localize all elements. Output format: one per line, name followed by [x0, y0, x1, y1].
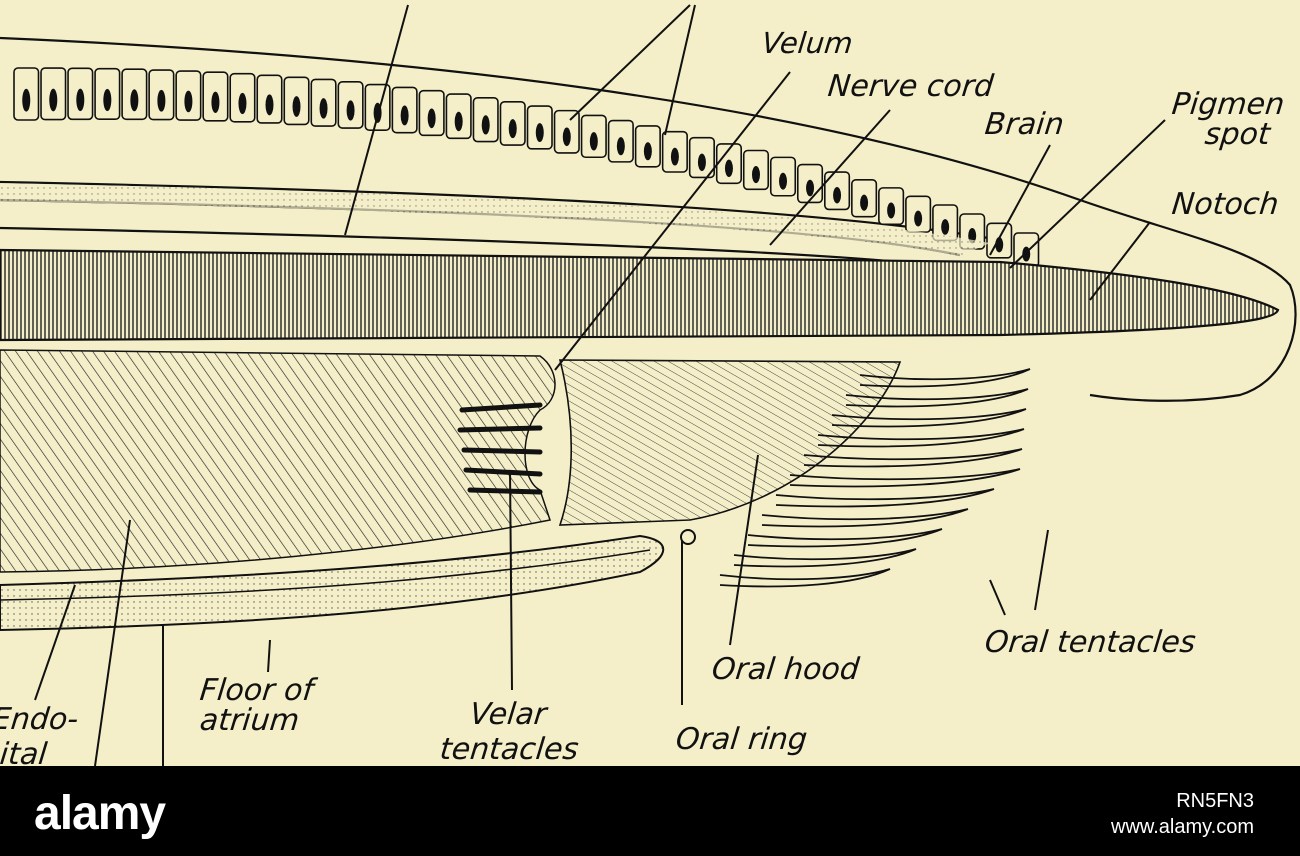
- watermark-footer: alamy RN5FN3 www.alamy.com: [0, 766, 1300, 856]
- image-id: RN5FN3: [1176, 790, 1254, 812]
- label-pigment-spot-line1: Pigmen: [1170, 87, 1287, 122]
- leader-lines: [34, 4, 1166, 766]
- label-endo-line1: Endo-: [0, 702, 81, 737]
- label-nerve-cord: Nerve cord: [826, 69, 996, 104]
- pharynx-shape: [0, 349, 556, 573]
- label-notochord: Notoch: [1170, 187, 1281, 222]
- oral-tentacles-shape: [719, 368, 1031, 588]
- notochord-shape: [0, 248, 1280, 342]
- label-oral-ring: Oral ring: [674, 722, 809, 757]
- amphioxus-anterior-drawing: [0, 4, 1297, 766]
- label-endo-line2: ital: [0, 737, 49, 766]
- oral-ring-shape: [680, 529, 696, 545]
- label-velar-tentacles-line2: tentacles: [438, 732, 581, 766]
- label-oral-hood: Oral hood: [710, 652, 861, 687]
- velar-tentacles-shape: [457, 402, 543, 495]
- alamy-logo: alamy: [34, 787, 166, 840]
- label-floor-of-atrium-line2: atrium: [198, 703, 301, 738]
- label-velar-tentacles-line1: Velar: [468, 697, 549, 732]
- endostyle-line: [0, 549, 651, 601]
- atrium-floor-shape: [0, 534, 665, 632]
- label-brain: Brain: [983, 107, 1066, 142]
- anatomy-plate: Velum Nerve cord Brain Pigmen spot Notoc…: [0, 0, 1300, 766]
- label-pigment-spot-line2: spot: [1203, 117, 1272, 152]
- label-oral-tentacles: Oral tentacles: [983, 625, 1198, 660]
- label-velum: Velum: [760, 26, 855, 60]
- dorsal-tissue: [0, 183, 990, 256]
- label-floor-of-atrium-line1: Floor of: [198, 673, 315, 708]
- oral-hood-shape: [558, 359, 902, 526]
- site-url: www.alamy.com: [1111, 816, 1254, 838]
